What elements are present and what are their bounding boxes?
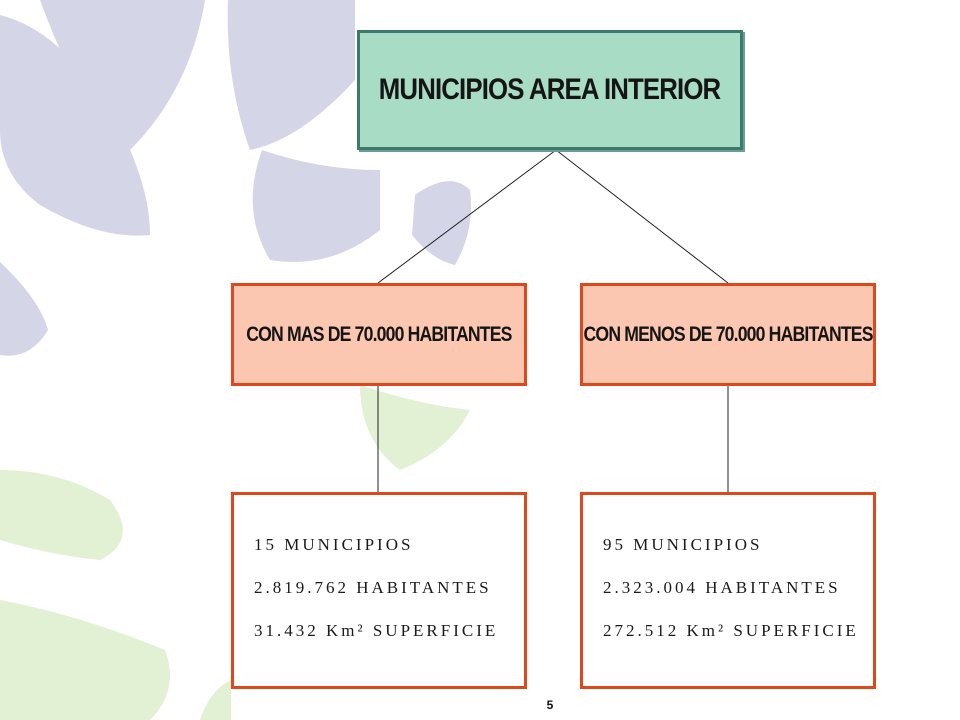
detail-habitantes: 2.323.004 HABITANTES xyxy=(603,578,841,597)
bg-shape xyxy=(0,470,123,560)
detail-habitantes: 2.819.762 HABITANTES xyxy=(254,578,492,597)
bg-shape xyxy=(40,0,205,150)
category-node-less-than-70000: CON MENOS DE 70.000 HABITANTES xyxy=(580,283,876,386)
connector-root-left xyxy=(377,149,557,284)
detail-municipios: 95 MUNICIPIOS xyxy=(603,535,763,554)
bg-shape xyxy=(0,262,48,356)
detail-node-less-than-70000: 95 MUNICIPIOS 2.323.004 HABITANTES 272.5… xyxy=(580,492,876,689)
bg-shape xyxy=(0,600,170,720)
connector-root-right xyxy=(555,149,729,284)
bg-shape xyxy=(252,150,380,262)
page-number: 5 xyxy=(546,698,554,712)
bg-shape xyxy=(412,181,471,265)
category-node-label: CON MENOS DE 70.000 HABITANTES xyxy=(583,322,873,346)
detail-municipios: 15 MUNICIPIOS xyxy=(254,535,414,554)
bg-shape xyxy=(227,0,355,150)
detail-superficie: 31.432 Km² SUPERFICIE xyxy=(254,621,499,640)
detail-superficie: 272.512 Km² SUPERFICIE xyxy=(603,621,859,640)
root-node-label: MUNICIPIOS AREA INTERIOR xyxy=(379,73,721,106)
bg-shape xyxy=(200,680,231,720)
detail-node-more-than-70000: 15 MUNICIPIOS 2.819.762 HABITANTES 31.43… xyxy=(231,492,527,689)
category-node-more-than-70000: CON MAS DE 70.000 HABITANTES xyxy=(231,283,527,386)
bg-shape xyxy=(360,385,470,470)
root-node: MUNICIPIOS AREA INTERIOR xyxy=(357,30,743,150)
bg-shape xyxy=(0,15,150,236)
category-node-label: CON MAS DE 70.000 HABITANTES xyxy=(246,322,512,346)
